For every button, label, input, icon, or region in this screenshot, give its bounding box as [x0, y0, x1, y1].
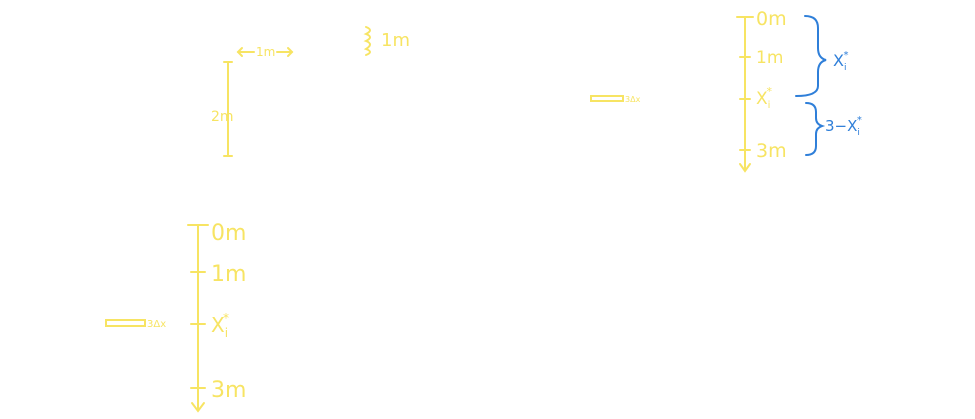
lower-brace-sup: *	[857, 115, 862, 126]
strip-rectangle	[590, 95, 624, 102]
upper-brace	[795, 15, 827, 97]
dimension-sketch	[223, 26, 371, 157]
tick-label-1m: 1m	[756, 48, 783, 68]
upper-brace-sup: *	[843, 50, 848, 61]
strip-label: 3Δx	[625, 95, 641, 104]
tick-label-0m: 0m	[211, 221, 246, 246]
lower-brace-label: 3−Xi *	[825, 115, 862, 138]
axis-arrow-head	[739, 163, 751, 173]
tick-label-xi: Xi *	[756, 85, 772, 111]
width-arrow-head-right	[287, 47, 294, 57]
upper-brace-sub: i	[844, 63, 847, 73]
brace-group	[795, 15, 827, 156]
lower-brace-x: 3−X	[825, 117, 857, 135]
height-label: 2m	[211, 109, 234, 125]
tick-label-3m: 3m	[756, 140, 787, 162]
xi-sup: *	[766, 85, 772, 98]
xi-base: X	[756, 89, 768, 109]
xi-sub: i	[768, 100, 771, 111]
xi-base: X	[211, 313, 225, 337]
strip-rectangle	[105, 319, 146, 327]
tick-label-xi: Xi*	[211, 311, 229, 340]
depth-axis-bottom-left	[105, 224, 209, 413]
width-arrow-head-left	[236, 47, 243, 57]
step-label: 1m	[381, 30, 410, 51]
tick-label-3m: 3m	[211, 378, 246, 403]
tick-label-1m: 1m	[211, 262, 246, 287]
xi-sub: i	[225, 326, 228, 340]
lower-brace-sub: i	[857, 128, 860, 138]
tick-label-0m: 0m	[756, 8, 787, 30]
depth-axis-top-right	[590, 16, 754, 173]
axis-arrow-head	[191, 402, 205, 413]
strip-label: 3Δx	[147, 319, 166, 330]
upper-brace-x: X	[833, 51, 844, 70]
upper-brace-label: Xi *	[833, 50, 848, 73]
xi-sup: *	[223, 311, 229, 325]
step-squiggle	[363, 26, 371, 56]
width-label: 1m	[256, 45, 275, 59]
lower-brace	[805, 102, 826, 156]
